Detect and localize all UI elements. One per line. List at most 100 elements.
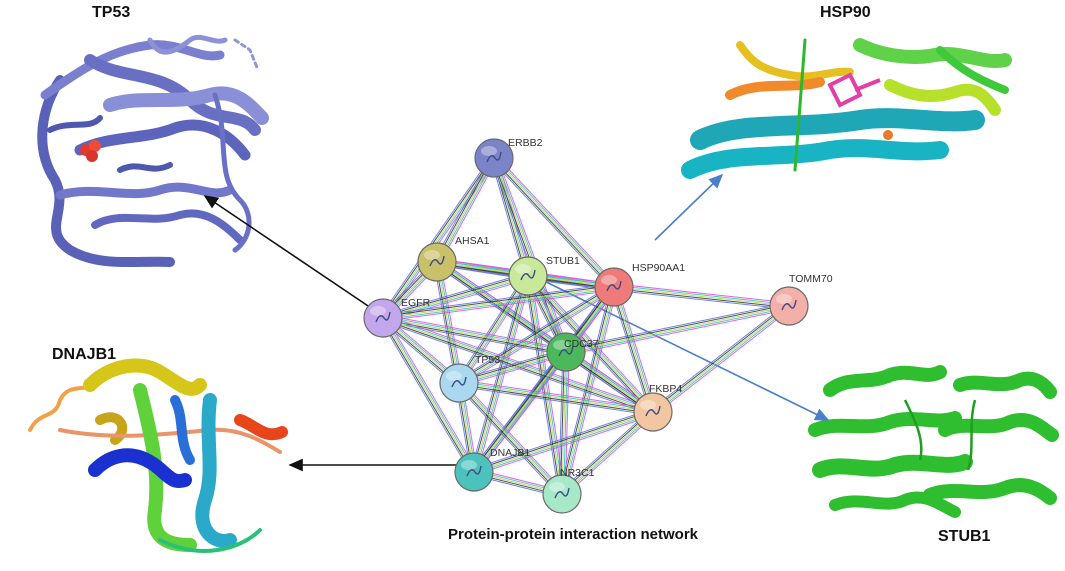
edge-strand <box>459 380 654 411</box>
node-tp53[interactable]: TP53 <box>439 354 500 403</box>
node-stub1[interactable]: STUB1 <box>508 255 580 296</box>
edge-strand <box>562 412 655 496</box>
node-structure-glyph <box>520 269 536 281</box>
edge-strand <box>491 159 613 290</box>
node-label-dnajb1: DNAJB1 <box>490 447 530 459</box>
node-highlight <box>515 264 531 274</box>
node-circle <box>594 267 634 307</box>
node-label-fkbp4: FKBP4 <box>649 383 682 395</box>
edge-strand <box>563 287 617 495</box>
node-label-egfr: EGFR <box>401 297 431 309</box>
edge-strand <box>563 352 569 495</box>
edge-strand <box>458 382 654 413</box>
edge-strand <box>474 414 655 476</box>
edge-strand <box>650 303 788 410</box>
node-erbb2[interactable]: ERBB2 <box>474 137 543 178</box>
edge-strand <box>433 262 457 384</box>
edge-strand <box>383 316 476 472</box>
edge-strand <box>529 273 656 411</box>
edge-strand <box>460 289 616 387</box>
edge-strand <box>383 289 615 322</box>
arrow-to-tp53 <box>203 195 381 315</box>
edge-strand <box>561 286 615 495</box>
edge-strand <box>610 287 651 414</box>
edge-TP53-NR3C1 <box>456 380 565 497</box>
edge-strand <box>564 352 570 495</box>
node-tomm70[interactable]: TOMM70 <box>769 273 833 326</box>
node-highlight <box>461 460 477 470</box>
edge-TP53-FKBP4 <box>458 379 654 416</box>
node-structure-glyph <box>486 151 502 163</box>
edge-strand <box>560 410 653 494</box>
edge-strand <box>435 156 494 262</box>
edge-strand <box>614 283 790 304</box>
node-circle <box>439 363 479 403</box>
edge-strand <box>559 409 652 492</box>
edge-strand <box>458 385 653 416</box>
edge-strand <box>455 273 526 382</box>
edge-strand <box>382 283 614 316</box>
edge-strand <box>458 286 615 384</box>
edge-strand <box>456 384 561 497</box>
edge-strand <box>383 277 529 321</box>
edge-strand <box>385 316 478 471</box>
edge-strand <box>474 413 654 474</box>
edge-CDC37-NR3C1 <box>558 351 570 495</box>
stub1-title: STUB1 <box>938 528 991 545</box>
node-cdc37[interactable]: CDC37 <box>546 332 599 372</box>
node-label-cdc37: CDC37 <box>564 338 599 350</box>
edge-HSP90AA1-TOMM70 <box>613 283 790 310</box>
edge-strand <box>561 411 654 495</box>
edge-strand <box>383 316 654 411</box>
node-highlight <box>549 482 565 492</box>
node-nr3c1[interactable]: NR3C1 <box>542 467 595 514</box>
edge-strand <box>652 305 790 413</box>
edge-strand <box>457 285 614 383</box>
edge-TOMM70-FKBP4 <box>650 303 792 415</box>
node-structure-glyph <box>466 465 482 477</box>
node-fkbp4[interactable]: FKBP4 <box>633 383 682 432</box>
edge-strand <box>381 272 528 316</box>
edge-strand <box>472 408 653 470</box>
node-highlight <box>776 294 792 304</box>
hsp90-title: HSP90 <box>820 4 871 21</box>
edge-strand <box>383 278 530 322</box>
edge-AHSA1-TP53 <box>433 261 463 384</box>
node-label-erbb2: ERBB2 <box>508 137 543 149</box>
edge-HSP90AA1-EGFR <box>382 283 615 322</box>
node-structure-glyph <box>429 255 445 267</box>
node-highlight <box>424 250 440 260</box>
edge-strand <box>492 158 565 353</box>
edge-strand <box>473 351 567 473</box>
node-egfr[interactable]: EGFR <box>363 297 431 338</box>
node-label-nr3c1: NR3C1 <box>560 467 595 479</box>
edge-strand <box>460 380 565 493</box>
edge-strand <box>471 275 527 472</box>
edge-strand <box>382 317 654 413</box>
node-structure-glyph <box>375 311 391 323</box>
node-structure-glyph <box>558 345 574 357</box>
edge-strand <box>565 303 789 351</box>
edge-strand <box>653 306 791 414</box>
edge-strand <box>473 411 654 473</box>
edge-strand <box>495 155 617 286</box>
edge-FKBP4-DNAJB1 <box>472 408 655 476</box>
edge-strand <box>561 351 567 495</box>
edge-strand <box>565 302 789 350</box>
node-dnajb1[interactable]: DNAJB1 <box>454 447 530 492</box>
edge-strand <box>476 353 569 475</box>
node-ahsa1[interactable]: AHSA1 <box>417 235 490 282</box>
node-structure-glyph <box>451 376 467 388</box>
edge-strand <box>457 283 613 381</box>
edge-ERBB2-AHSA1 <box>433 156 498 264</box>
node-hsp90aa1[interactable]: HSP90AA1 <box>594 262 685 307</box>
node-label-tp53: TP53 <box>475 354 500 366</box>
edge-strand <box>458 275 529 384</box>
edge-strand <box>566 308 790 356</box>
edge-strand <box>459 381 564 494</box>
edge-strand <box>473 410 653 471</box>
edge-strand <box>493 157 567 353</box>
edge-strand <box>383 314 567 350</box>
arrow-to-hsp90 <box>654 173 724 241</box>
edge-strand <box>614 284 790 305</box>
